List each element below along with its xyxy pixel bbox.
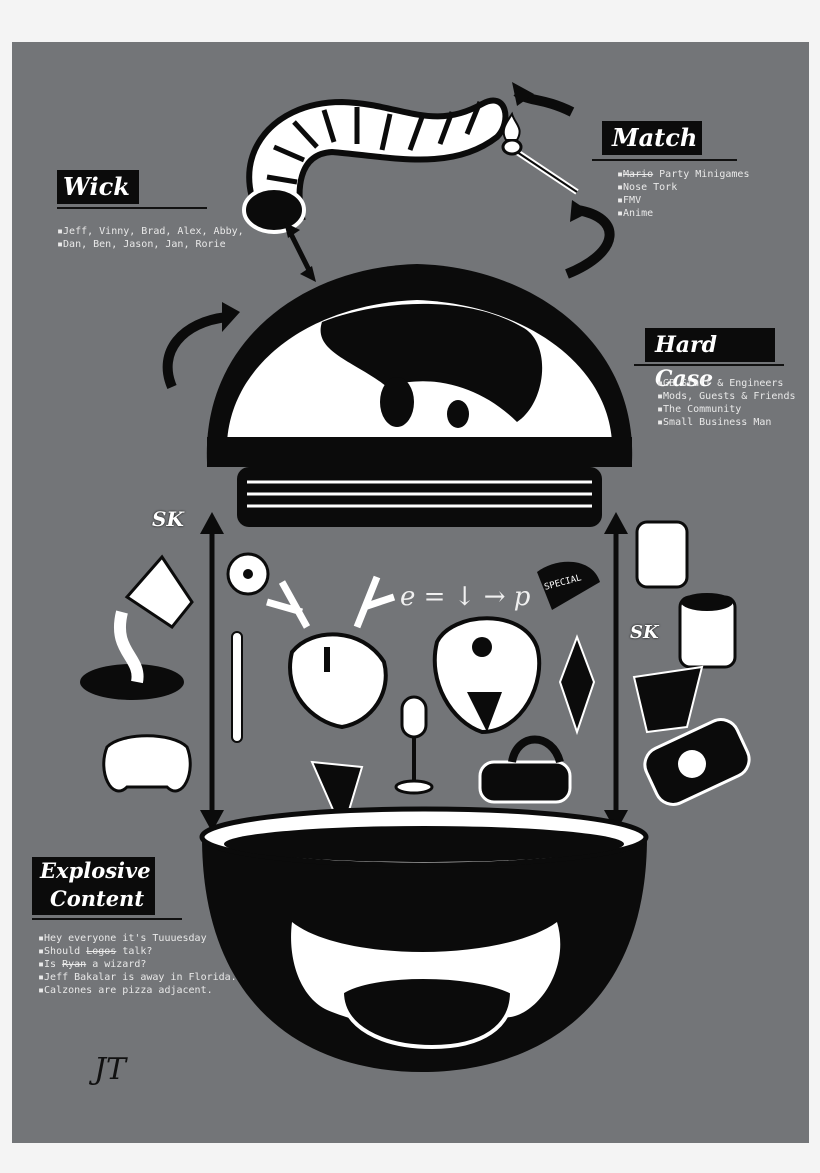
list-item: The Community: [657, 403, 807, 416]
explosive-content-label: Explosive Content: [32, 857, 155, 915]
list-item: Calzones are pizza adjacent.: [38, 984, 258, 997]
list-item: Mods, Guests & Friends: [657, 390, 807, 403]
explosive-label-line-1: Explosive: [40, 858, 151, 883]
match-underline: [592, 159, 737, 161]
jar-illustration: [635, 520, 689, 589]
vr-headset-illustration: [478, 735, 572, 804]
monster-illustration: [432, 616, 542, 735]
formula-text: e = ↓ → p: [400, 582, 531, 612]
list-item: Hey everyone it's Tuuuesday: [38, 932, 258, 945]
wick-tube-illustration: [242, 97, 509, 234]
crystal-illustration: [558, 634, 596, 736]
hard-case-underline: [634, 364, 784, 366]
list-item: Should Logos talk?: [38, 945, 258, 958]
wick-list: Jeff, Vinny, Brad, Alex, Abby, Dan, Ben,…: [57, 225, 257, 251]
explosive-label-line-2: Content: [50, 886, 145, 911]
list-item: FMV: [617, 194, 797, 207]
list-item-text: Should: [44, 946, 87, 957]
list-item: Mario Party Minigames: [617, 168, 797, 181]
explosive-list: Hey everyone it's Tuuuesday Should Logos…: [38, 932, 258, 997]
sk-badge: SK: [152, 507, 184, 531]
can-illustration: [678, 593, 737, 669]
illustration: [80, 82, 751, 1072]
list-item: Jeff, Vinny, Brad, Alex, Abby,: [57, 225, 257, 238]
hard-case-list: GB Staff & Engineers Mods, Guests & Frie…: [657, 377, 807, 429]
wick-label: Wick: [57, 170, 139, 204]
deer-mask-illustration: [266, 575, 396, 730]
controller-illustration: [102, 734, 192, 793]
sk-badge: SK: [630, 622, 659, 643]
explosive-content-bowl-illustration: [199, 806, 649, 1072]
gadget-illustration: [643, 718, 751, 806]
bat-illustration: [231, 631, 243, 743]
list-item-text: talk?: [116, 946, 153, 957]
list-item: Anime: [617, 207, 797, 220]
list-item-text: Is: [44, 959, 63, 970]
cup-illustration: [632, 665, 704, 734]
hat-illustration: [537, 561, 600, 610]
hard-case-label: Hard Case: [645, 328, 775, 392]
list-item: Jeff Bakalar is away in Florida.: [38, 971, 258, 984]
explosive-underline: [32, 918, 182, 920]
list-item-text: a wizard?: [86, 959, 147, 970]
microphone-illustration: [394, 695, 434, 795]
cheese-illustration: [80, 554, 194, 700]
wick-underline: [57, 207, 207, 209]
list-item: Dan, Ben, Jason, Jan, Rorie: [57, 238, 257, 251]
struck-text: Ryan: [62, 959, 87, 970]
list-item: GB Staff & Engineers: [657, 377, 807, 390]
list-item: Small Business Man: [657, 416, 807, 429]
struck-text: Mario: [623, 169, 654, 180]
disc-illustration: [226, 552, 270, 596]
match-label: Match: [602, 121, 702, 155]
hard-case-top-illustration: [206, 264, 633, 527]
match-list: Mario Party Minigames Nose Tork FMV Anim…: [617, 168, 797, 220]
list-item: Is Ryan a wizard?: [38, 958, 258, 971]
struck-text: Logos: [86, 946, 117, 957]
list-item: Nose Tork: [617, 181, 797, 194]
poster: Wick Jeff, Vinny, Brad, Alex, Abby, Dan,…: [12, 42, 809, 1143]
signature: JT: [94, 1052, 127, 1087]
list-item-text: Party Minigames: [653, 169, 750, 180]
match-illustration: [501, 111, 579, 195]
